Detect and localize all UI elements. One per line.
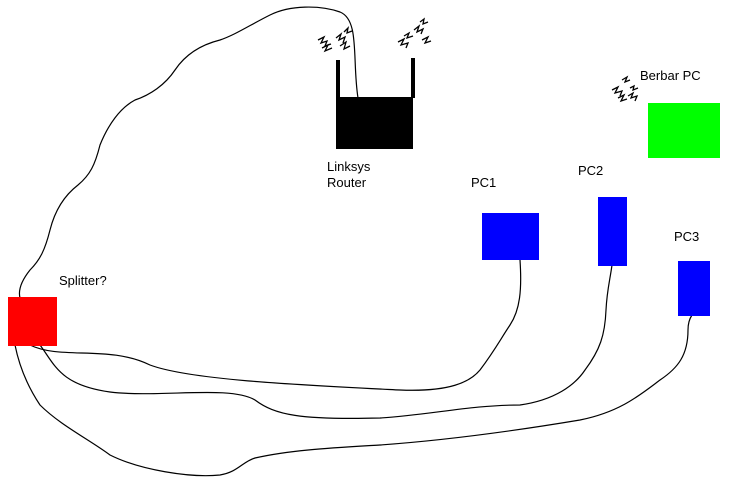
wire-router-splitter <box>18 6 359 299</box>
wire-splitter-pc1 <box>29 259 522 391</box>
router-label-line2: Router <box>327 175 367 190</box>
splitter-label: Splitter? <box>59 273 107 288</box>
wire-splitter-pc3 <box>14 314 693 477</box>
berbar-pc-box <box>648 103 720 158</box>
berbar-pc-label: Berbar PC <box>640 68 701 83</box>
wire-splitter-pc2 <box>39 264 613 420</box>
pc2-label: PC2 <box>578 163 604 178</box>
splitter-box <box>8 297 57 346</box>
pc1-label: PC1 <box>471 175 497 190</box>
pc3-label: PC3 <box>674 229 700 244</box>
wireless-signal-berbar-icon <box>611 75 639 103</box>
pc1-box <box>482 213 539 260</box>
router-label-line1: Linksys <box>327 159 371 174</box>
router-box <box>336 97 413 149</box>
wireless-signal-right-icon <box>397 17 432 49</box>
pc2-box <box>598 197 627 266</box>
pc3-box <box>678 261 710 316</box>
wireless-signal-left-icon <box>317 26 353 53</box>
